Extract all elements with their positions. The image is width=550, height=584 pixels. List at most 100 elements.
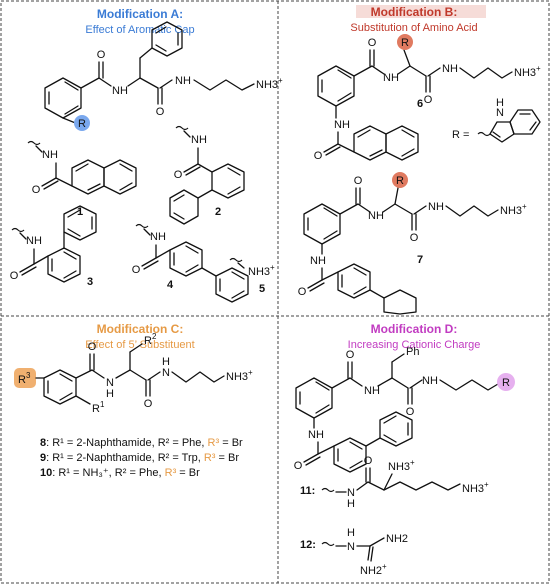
r-blob-b (392, 172, 408, 188)
compound-label: 1 (77, 206, 83, 218)
atom-o: O (294, 460, 303, 472)
panel-b-title-highlight (356, 5, 486, 18)
panel-b-title: Modification B: (371, 5, 458, 19)
atom-n: N (162, 367, 170, 379)
compound-label: 2 (215, 206, 221, 218)
compound-label: 6 (417, 98, 423, 110)
atom-nh: NH (308, 429, 324, 441)
atom-o: O (298, 286, 307, 298)
atom-nh: NH (112, 85, 128, 97)
panel-a: Modification A: Effect of Aromatic Cap O… (10, 7, 283, 303)
legend-line-9: 9: R¹ = 2-Naphthamide, R² = Trp, R³ = Br (40, 452, 239, 464)
atom-h: H (162, 356, 170, 368)
atom-nh: NH (310, 255, 326, 267)
atom-o: O (97, 49, 106, 61)
atom-h: H (496, 97, 504, 109)
panel-d-core-structure: O NH Ph O NH R NH O (294, 346, 515, 473)
atom-nh: NH (26, 235, 42, 247)
compound-12: 12: N H NH2 NH2+ (300, 527, 408, 577)
atom-nh: NH (364, 385, 380, 397)
panel-b-subtitle: Substitution of Amino Acid (350, 22, 477, 34)
atom-n: N (347, 487, 355, 499)
panel-c-title: Modification C: (97, 322, 184, 336)
r-blob-d (497, 373, 515, 391)
r-blob-a (74, 115, 90, 131)
atom-n: N (347, 541, 355, 553)
atom-o: O (364, 455, 373, 467)
panel-d-title: Modification D: (371, 322, 458, 336)
panel-c-core-structure: R3 R1 O N H R2 O N H (14, 332, 253, 415)
atom-o: O (174, 169, 183, 181)
r-definition-b: R = N H (452, 97, 541, 143)
atom-nh: NH (150, 231, 166, 243)
atom-o: O (406, 406, 415, 418)
atom-nh: NH (334, 119, 350, 131)
compound-label: 4 (167, 279, 174, 291)
atom-r1: R1 (92, 400, 105, 415)
compound-label: 11: (300, 485, 315, 497)
atom-o: O (346, 349, 355, 361)
atom-h: H (106, 388, 114, 400)
atom-n: N (106, 377, 114, 389)
compound-4: NH O 4 (132, 223, 249, 303)
r-blob-b (397, 34, 413, 50)
atom-nh3: NH3+ (462, 480, 489, 495)
atom-o: O (314, 150, 323, 162)
atom-o: O (10, 270, 19, 282)
atom-o: O (424, 94, 433, 106)
compound-label: 5 (259, 283, 265, 295)
atom-nh3: NH3+ (256, 76, 283, 91)
legend-c: 8: R¹ = 2-Naphthamide, R² = Phe, R³ = Br… (40, 437, 243, 479)
atom-h: H (347, 498, 355, 510)
compound-5: NH3+ 5 (229, 257, 275, 295)
compound-1: NH O 1 (27, 140, 137, 218)
atom-r: R (78, 118, 86, 130)
atom-o: O (156, 106, 165, 118)
atom-nh3: NH3+ (248, 263, 275, 278)
compound-label: 3 (87, 276, 93, 288)
r3-highlight (14, 368, 36, 388)
panel-d: Modification D: Increasing Cationic Char… (294, 322, 515, 577)
atom-nh3: NH3+ (514, 64, 541, 79)
atom-nh: NH (175, 75, 191, 87)
atom-nh3: NH3+ (500, 202, 527, 217)
compound-7: O NH R O NH NH3+ NH O (298, 172, 527, 315)
atom-o: O (88, 341, 97, 353)
atom-nh: NH (191, 134, 207, 146)
r-equals: R = (452, 129, 469, 141)
legend-line-8: 8: R¹ = 2-Naphthamide, R² = Phe, R³ = Br (40, 437, 243, 449)
atom-o: O (132, 264, 141, 276)
legend-line-10: 10: R¹ = NH₃⁺, R² = Phe, R³ = Br (40, 467, 200, 479)
atom-nh: NH (368, 210, 384, 222)
atom-n: N (496, 107, 504, 119)
atom-r: R (502, 377, 510, 389)
panel-c: Modification C: Effect of 5’ Substituent… (14, 322, 253, 479)
atom-o: O (144, 398, 153, 410)
atom-r: R (396, 175, 404, 187)
atom-o: O (368, 37, 377, 49)
compound-label: 12: (300, 539, 316, 551)
compound-label: 7 (417, 254, 423, 266)
atom-nh3: NH3+ (226, 368, 253, 383)
panel-a-subtitle: Effect of Aromatic Cap (85, 24, 194, 36)
atom-r3: R3 (18, 371, 31, 386)
panel-b: Modification B: Substitution of Amino Ac… (298, 5, 541, 315)
atom-r: R (401, 37, 409, 49)
atom-nh: NH (422, 375, 438, 387)
atom-nh: NH (442, 63, 458, 75)
compound-2: NH O 2 (169, 125, 245, 225)
panel-a-title: Modification A: (97, 7, 183, 21)
compound-6: O NH R O NH NH3+ NH O (314, 34, 541, 162)
panel-d-subtitle: Increasing Cationic Charge (348, 339, 481, 351)
compound-11: 11: N H O NH3+ NH3+ (300, 455, 489, 510)
atom-o: O (32, 184, 41, 196)
atom-r2: R2 (144, 332, 157, 347)
panel-a-core-structure: O NH O NH NH3+ R (44, 21, 283, 131)
atom-nh2-plus: NH2+ (360, 562, 387, 577)
atom-o: O (410, 232, 419, 244)
atom-h: H (347, 527, 355, 539)
atom-nh2: NH2 (386, 533, 408, 545)
atom-nh: NH (42, 149, 58, 161)
